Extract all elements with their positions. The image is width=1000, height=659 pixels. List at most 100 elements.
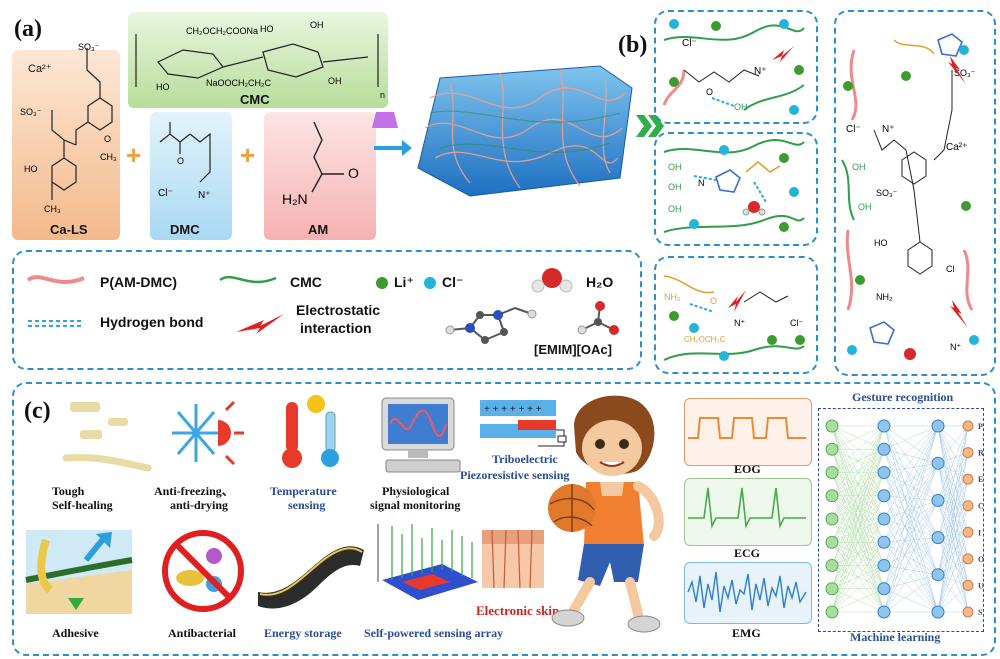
interaction-box-3 (654, 256, 818, 374)
ca-ls-structure: SO₃⁻ SO₃⁻ O CH₃ HO CH₃ (20, 42, 117, 214)
svg-text:O: O (710, 296, 717, 306)
caption-triboelectric: Triboelectric (492, 452, 558, 466)
hbond-legend-line (28, 320, 84, 327)
tough-gel-image (62, 402, 152, 472)
svg-text:N⁺: N⁺ (950, 342, 961, 352)
caption-antifreezing-1: Anti-freezing、 (154, 484, 234, 498)
panel-label-c: (c) (24, 398, 51, 424)
caption-energy: Energy storage (264, 626, 342, 640)
svg-text:Cl⁻: Cl⁻ (790, 318, 803, 328)
svg-text:HO: HO (260, 24, 274, 34)
svg-text:CH₃: CH₃ (44, 204, 61, 214)
svg-text:CH₂OCH₂COONa: CH₂OCH₂COONa (186, 26, 258, 36)
svg-text:SO₃⁻: SO₃⁻ (20, 107, 42, 117)
dmc-box (150, 112, 232, 240)
output-letter: I (978, 528, 981, 537)
network-node (877, 419, 891, 433)
caption-eskin: Electronic skin (476, 603, 560, 618)
output-node (962, 579, 974, 591)
network-node (825, 582, 839, 596)
svg-text:OH: OH (668, 162, 682, 172)
adhesive-image (25, 530, 133, 614)
caption-tough-2: Self-healing (52, 498, 113, 512)
emg-signal-line (687, 571, 807, 613)
plus-sign-2: + (240, 140, 256, 170)
svg-text:NH₂: NH₂ (876, 292, 893, 302)
acetate-molecule-icon (577, 301, 619, 335)
svg-text:SO₃⁻: SO₃⁻ (78, 42, 100, 52)
interaction-box-2 (654, 132, 818, 246)
caption-piezoresistive: Piezoresistive sensing (460, 468, 570, 482)
caption-physiological-1: Physiological (382, 484, 450, 498)
sensing-array-chart (377, 524, 478, 600)
svg-text:H₂N: H₂N (282, 191, 308, 207)
svg-text:OH: OH (668, 182, 682, 192)
cmc-legend-line (219, 275, 277, 284)
output-node (962, 473, 974, 485)
network-node (931, 568, 945, 582)
network-node (931, 419, 945, 433)
output-node (962, 606, 974, 618)
uv-lamp-icon (372, 112, 398, 128)
svg-text:NaOOCH₂CH₂C: NaOOCH₂CH₂C (206, 78, 271, 88)
output-letter: U (978, 581, 984, 590)
svg-text:HO: HO (156, 82, 170, 92)
caption-antifreezing-2: anti-drying (170, 498, 229, 512)
hydrogel-network-image (417, 65, 633, 197)
output-node (962, 420, 974, 432)
dmc-structure: O Cl⁻ N⁺ (158, 122, 211, 201)
li-dot-icon (376, 277, 388, 289)
dmc-cl: Cl⁻ (158, 188, 173, 199)
output-letter: S (978, 608, 983, 617)
am-label: AM (308, 222, 329, 237)
antibacterial-icon (162, 530, 244, 612)
caption-array: Self-powered sensing array (364, 626, 504, 640)
network-node (825, 559, 839, 572)
ca-ls-box (12, 50, 120, 240)
caption-adhesive: Adhesive (52, 626, 99, 640)
legend-cl: Cl⁻ (442, 274, 464, 290)
output-node (962, 553, 974, 565)
electrostatic-legend-icon (236, 314, 284, 334)
network-node (877, 512, 891, 526)
output-letter: P (978, 422, 983, 431)
network-node (825, 466, 839, 479)
triboelectric-device-icon: + + + + + + + (480, 400, 567, 447)
ecg-signal-line (688, 487, 806, 529)
svg-text:O: O (348, 165, 359, 181)
emim-molecule-icon (445, 307, 537, 344)
output-node (962, 500, 974, 512)
ca-ls-label: Ca-LS (50, 222, 88, 237)
svg-text:O: O (177, 156, 184, 166)
svg-text:Cl⁻: Cl⁻ (682, 38, 697, 49)
output-node (962, 447, 974, 459)
caption-tough-1: Tough (52, 484, 85, 498)
caption-gesture: Gesture recognition (852, 390, 954, 404)
interaction-diagram-1: Cl⁻ N⁺ O OH (662, 19, 805, 115)
svg-text:N⁺: N⁺ (754, 66, 767, 77)
network-node (877, 466, 891, 479)
caption-ecg: ECG (734, 546, 761, 560)
water-molecule-icon (531, 268, 573, 293)
svg-text:CH₂OCH₂C: CH₂OCH₂C (684, 335, 726, 344)
svg-text:Ca²⁺: Ca²⁺ (946, 142, 967, 153)
network-node (877, 559, 891, 572)
cl-dot-icon (424, 277, 436, 289)
legend-electrostatic-1: Electrostatic (296, 302, 381, 318)
ca-ion-label: Ca²⁺ (28, 63, 52, 75)
network-node (825, 512, 839, 526)
caption-emg: EMG (732, 626, 761, 640)
network-node (825, 535, 839, 549)
panel-label-b: (b) (618, 32, 648, 58)
network-node (931, 456, 945, 470)
legend-electrostatic-2: interaction (300, 320, 372, 336)
p-am-dmc-legend-line (26, 275, 85, 284)
legend-p-am-dmc: P(AM-DMC) (100, 274, 177, 290)
am-box (264, 112, 376, 240)
caption-temperature-1: Temperature (270, 484, 337, 498)
interaction-box-4 (834, 10, 996, 376)
caption-eog: EOG (734, 462, 761, 476)
legend-hbond: Hydrogen bond (100, 314, 204, 330)
thermometer-icon (282, 395, 339, 468)
